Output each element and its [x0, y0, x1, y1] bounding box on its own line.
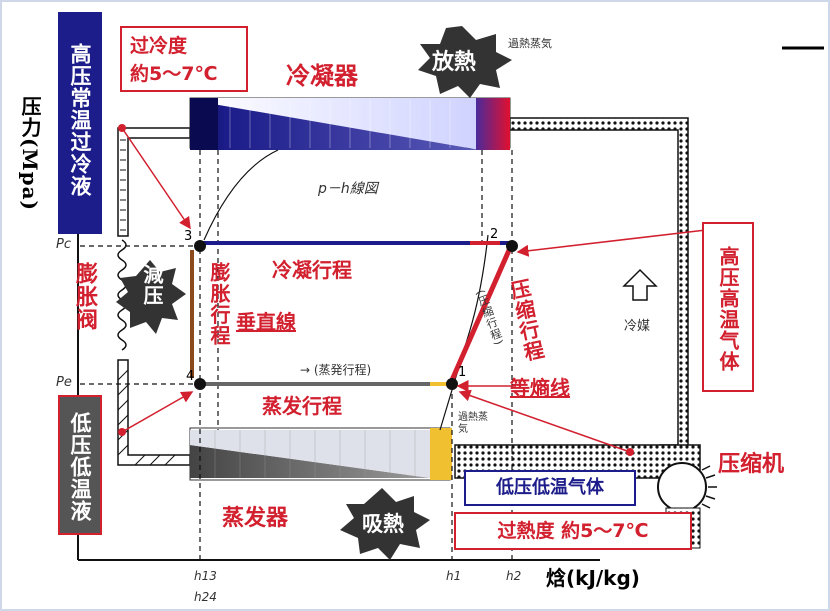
heat-absorb-label: 吸熱: [362, 512, 404, 536]
depressurize-burst: [116, 260, 186, 334]
pe-label: Pe: [56, 375, 72, 390]
condensing-process-label: 冷凝行程: [272, 258, 352, 282]
evaporator-label: 蒸发器: [222, 506, 289, 531]
heat-release-label: 放熱: [432, 50, 477, 75]
isentropic-line-label: 等熵线: [510, 376, 570, 400]
ph-curve-right: [439, 234, 489, 431]
low-pressure-liquid-box: 低压低温液: [58, 395, 102, 535]
high-pressure-liquid-box: 高压常温过冷液: [58, 12, 102, 234]
subcool-box: 过冷度 約5～7℃: [120, 26, 248, 92]
low-pressure-liquid-text: 低压低温液: [68, 412, 92, 522]
heat-absorb-burst: [340, 488, 430, 560]
x-axis-label: 焓(kJ/kg): [546, 566, 640, 590]
point-2-label: 2: [490, 227, 499, 242]
depressurize-label: 減压: [140, 264, 164, 306]
point-4: [194, 378, 206, 390]
expansion-coil: [117, 239, 127, 351]
indicator-arrows: [121, 127, 707, 453]
subcool-title: 过冷度: [130, 35, 188, 57]
ph-curve-left: [203, 149, 279, 241]
superheat-vapor-top-label: 過熱蒸気: [508, 37, 552, 50]
h1-label: h1: [446, 569, 462, 583]
pc-label: Pc: [56, 237, 71, 252]
compressor-label: 压缩机: [718, 452, 785, 477]
evaporating-process-small-label: → (蒸発行程): [300, 363, 372, 377]
point-3-label: 3: [184, 229, 193, 244]
left-pipe-bottom: [117, 359, 191, 466]
low-pressure-gas-text: 低压低温气体: [496, 477, 604, 498]
expansion-valve-label: 膨胀阀: [72, 262, 97, 331]
compression-line: [449, 246, 513, 382]
condenser-hot-end: [476, 98, 510, 150]
h2-label: h2: [506, 569, 522, 583]
left-pipe-top: [117, 127, 191, 237]
condenser-label: 冷凝器: [286, 62, 358, 90]
superheat-box: 过熱度 約5～7℃: [454, 512, 692, 550]
superheat-text: 过熱度 約5～7℃: [497, 520, 649, 542]
dashed-guides: [80, 150, 513, 560]
high-pressure-liquid-text: 高压常温过冷液: [68, 43, 92, 197]
high-pressure-gas-text: 高压高温气体: [716, 246, 740, 372]
condenser-fill: [190, 100, 480, 150]
point-4-label: 4: [186, 369, 195, 384]
point-3: [194, 240, 206, 252]
low-pressure-gas-box: 低压低温气体: [464, 470, 636, 506]
heat-release-burst: [418, 26, 512, 98]
refrigerant-flow-arrow: [622, 268, 658, 301]
evaporating-process-label: 蒸发行程: [262, 394, 342, 418]
y-axis-label: 压力(Mpa): [18, 96, 42, 212]
refrigerant-label: 冷媒: [624, 319, 651, 334]
h24-label: h24: [194, 590, 217, 604]
point-1: [446, 378, 458, 390]
ph-chart-label: p－h線図: [318, 181, 378, 197]
h13-label: h13: [194, 569, 217, 583]
expansion-process-label: 膨胀行程: [207, 262, 231, 346]
superheat-vapor-label: 過熱蒸気: [458, 412, 488, 435]
point-1-label: 1: [458, 365, 467, 380]
high-pressure-gas-box: 高压高温气体: [702, 222, 754, 392]
vertical-line-label: 垂直線: [236, 310, 296, 334]
evaporator-superheat: [430, 428, 452, 480]
point-2: [506, 240, 518, 252]
compressor-body: [657, 462, 707, 512]
subcool-value: 約5～7℃: [130, 63, 218, 85]
